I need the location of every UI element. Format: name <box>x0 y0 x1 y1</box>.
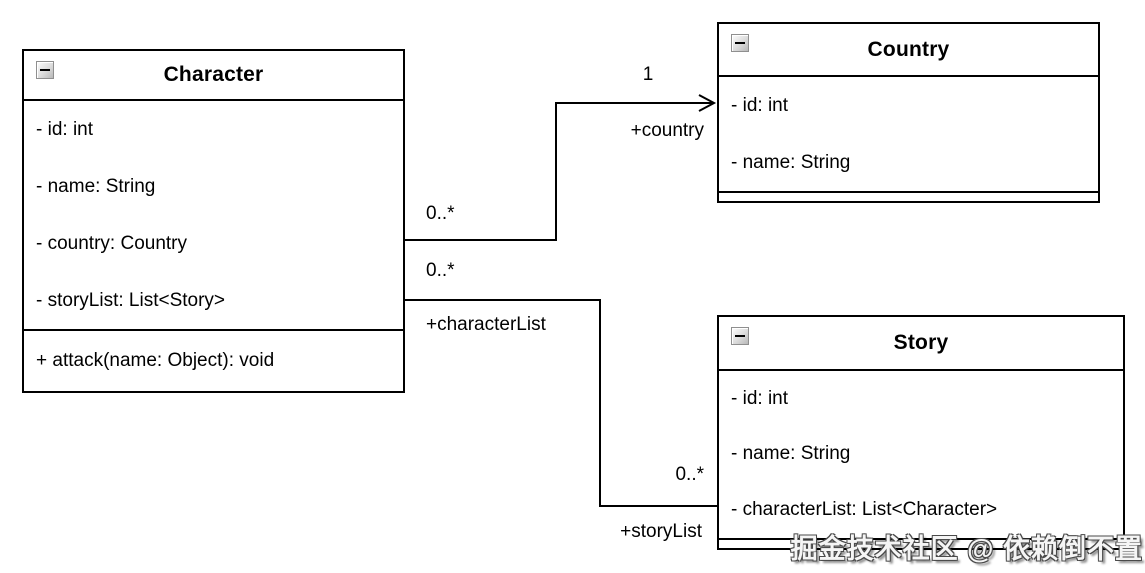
method-row: + attack(name: Object): void <box>36 350 275 371</box>
multiplicity-label-character-side: 0..* <box>426 203 455 224</box>
attribute-row: - id: int <box>731 387 789 409</box>
class-header: Character <box>24 51 403 101</box>
class-box-story[interactable]: Story - id: int - name: String - charact… <box>717 315 1125 550</box>
attribute-row: - characterList: List<Character> <box>731 499 998 521</box>
attribute-row: - id: int <box>731 94 789 116</box>
association-character-country[interactable] <box>405 102 713 241</box>
class-title-character: Character <box>163 63 264 86</box>
collapse-minus-icon[interactable] <box>36 61 54 79</box>
attribute-row: - name: String <box>731 151 851 173</box>
attribute-row: - name: String <box>36 175 156 197</box>
class-title-country: Country <box>867 37 950 61</box>
class-box-character[interactable]: Character - id: int - name: String - cou… <box>22 49 405 393</box>
role-label-country: +country <box>630 120 704 141</box>
minus-icon <box>40 69 50 71</box>
minus-icon <box>735 335 745 337</box>
attribute-row: - country: Country <box>36 232 187 254</box>
class-header: Story <box>719 317 1123 371</box>
multiplicity-label-story-side: 0..* <box>675 464 704 485</box>
collapse-minus-icon[interactable] <box>731 327 749 345</box>
methods-compartment-empty <box>719 538 1123 548</box>
multiplicity-label-country-side: 1 <box>642 64 654 85</box>
attributes-compartment: - id: int - name: String - characterList… <box>719 371 1123 538</box>
attribute-row: - storyList: List<Story> <box>36 289 226 311</box>
attributes-compartment: - id: int - name: String - country: Coun… <box>24 101 403 329</box>
open-arrowhead-icon <box>698 94 717 112</box>
multiplicity-label-character-side-2: 0..* <box>426 260 455 281</box>
role-label-storylist: +storyList <box>620 521 702 542</box>
association-character-story[interactable] <box>405 299 717 507</box>
attribute-row: - id: int <box>36 118 94 140</box>
collapse-minus-icon[interactable] <box>731 34 749 52</box>
attribute-row: - name: String <box>731 443 851 465</box>
class-box-country[interactable]: Country - id: int - name: String <box>717 22 1100 203</box>
role-label-characterlist: +characterList <box>426 314 546 335</box>
class-title-story: Story <box>893 331 949 354</box>
methods-compartment: + attack(name: Object): void <box>24 329 403 391</box>
class-header: Country <box>719 24 1098 77</box>
methods-compartment-empty <box>719 191 1098 201</box>
minus-icon <box>735 42 745 44</box>
attributes-compartment: - id: int - name: String <box>719 77 1098 191</box>
